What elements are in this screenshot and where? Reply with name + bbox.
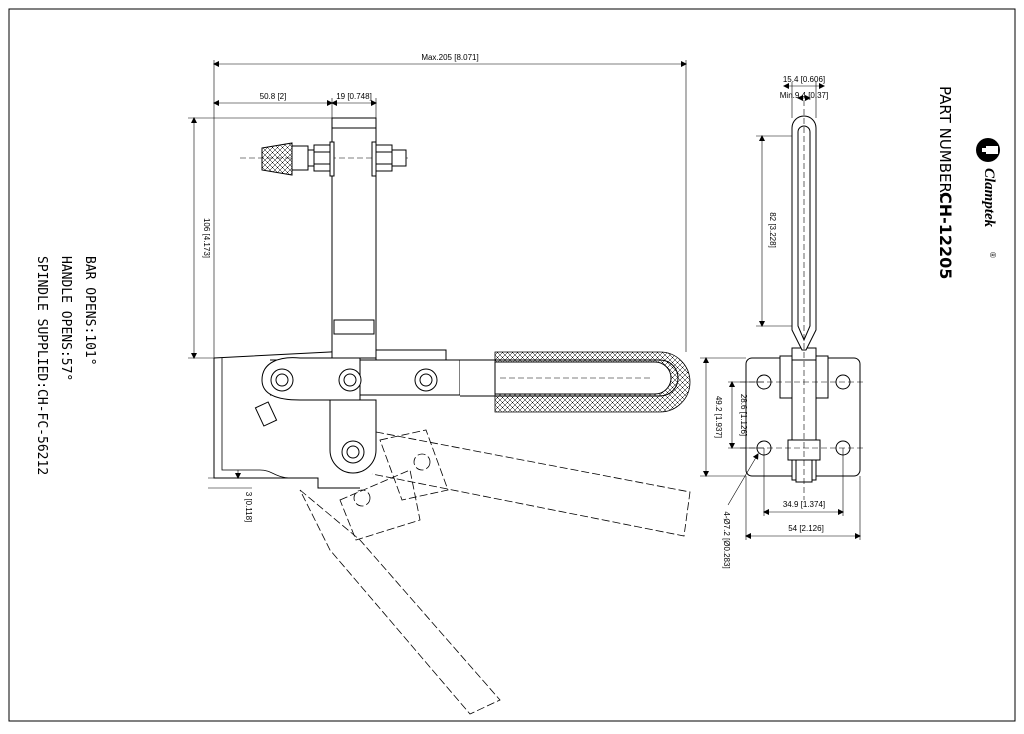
dim-bar-width: 19 [0.748] (336, 92, 372, 101)
hex-nut-2 (375, 144, 393, 172)
dim-handle-length: 82 [3.228] (768, 212, 777, 248)
part-number: CH-12205 (936, 192, 955, 279)
dim-base-thickness: 3 [0.118] (244, 492, 253, 523)
dim-hole-spacing: 34.9 [1.374] (783, 500, 825, 509)
hex-nut (313, 144, 331, 172)
dim-height: 106 [4.173] (202, 218, 211, 258)
pivot-1 (270, 368, 294, 392)
handle-loop (791, 115, 817, 351)
part-number-label: PART NUMBER: (936, 86, 954, 198)
spindle-knurled-tip (261, 142, 293, 176)
front-view-dimensions (700, 82, 861, 540)
notes: BAR OPENS:101° HANDLE OPENS:57° SPINDLE … (34, 256, 97, 475)
dim-handle-min: Min.9.4 [0.37] (780, 91, 828, 100)
spindle (240, 141, 410, 177)
brand-name: Clamptek (981, 168, 997, 228)
note-spindle-supplied: SPINDLE SUPPLIED:CH-FC-56212 (34, 256, 49, 475)
clamptek-logo-icon (976, 138, 1000, 162)
lower-link (329, 399, 377, 474)
dim-base-height-outer: 49.2 [1.937] (714, 396, 723, 438)
dim-base-width: 54 [2.126] (788, 524, 824, 533)
pivot-2 (338, 368, 362, 392)
base-plate (213, 358, 360, 489)
open-position-phantom (299, 429, 691, 715)
dim-holes: 4-Ø7.2 [Ø0.283] (722, 511, 731, 568)
note-handle-opens: HANDLE OPENS:57° (58, 256, 73, 381)
side-view-dimensions (188, 60, 687, 489)
dim-spindle-offset: 50.8 [2] (260, 92, 287, 101)
note-bar-opens: BAR OPENS:101° (82, 256, 97, 366)
side-view (213, 117, 691, 715)
dim-base-height-inner: 28.6 [1.126] (739, 394, 748, 436)
front-view (740, 100, 866, 500)
brand-registered-mark: ® (988, 252, 997, 258)
title-block: Clamptek ® PART NUMBER: CH-12205 (936, 86, 1000, 279)
pivot-3 (414, 368, 438, 392)
dim-overall-width: Max.205 [8.071] (421, 53, 478, 62)
dim-handle-width: 15.4 [0.606] (783, 75, 825, 84)
sheet-border (8, 8, 1016, 722)
